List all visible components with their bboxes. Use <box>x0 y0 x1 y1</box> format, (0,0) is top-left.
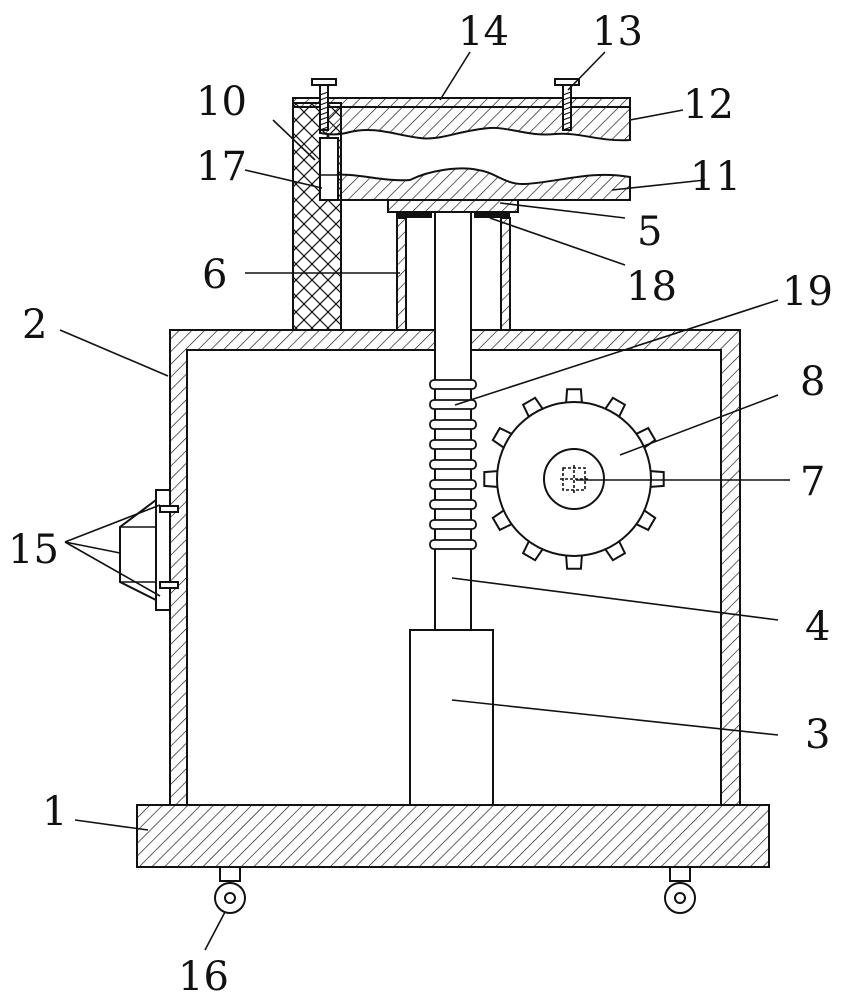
label-15: 15 <box>8 527 59 573</box>
seal-pad-left <box>396 212 432 218</box>
label-13: 13 <box>592 9 643 55</box>
label-16: 16 <box>178 954 229 1000</box>
label-6: 6 <box>202 252 227 298</box>
adjusting-screw-right <box>554 78 580 131</box>
label-10: 10 <box>196 79 247 125</box>
caster-right <box>664 866 696 914</box>
upper-clamp-jaw <box>319 106 631 142</box>
label-1: 1 <box>42 789 67 835</box>
label-12: 12 <box>683 82 734 128</box>
part-labels: 1 2 3 4 5 6 7 8 10 11 12 13 14 15 16 17 … <box>8 9 833 1000</box>
label-4: 4 <box>805 604 830 650</box>
label-18: 18 <box>626 264 677 310</box>
label-17: 17 <box>196 144 247 190</box>
side-mount <box>119 489 179 611</box>
cylinder <box>409 629 494 806</box>
base-plate <box>136 804 770 868</box>
label-11: 11 <box>690 154 741 200</box>
label-7: 7 <box>800 459 825 505</box>
housing-wall <box>169 329 741 806</box>
guide-tube-left-wall <box>396 217 407 331</box>
lower-clamp-jaw <box>319 167 631 201</box>
caster-left <box>214 866 246 914</box>
motor-shaft <box>543 448 605 510</box>
label-2: 2 <box>22 302 47 348</box>
label-5: 5 <box>637 209 662 255</box>
label-3: 3 <box>805 712 830 758</box>
label-19: 19 <box>782 269 833 315</box>
label-8: 8 <box>800 359 825 405</box>
adjusting-screw-left <box>311 78 337 131</box>
rack-teeth <box>429 379 477 550</box>
top-crossbar <box>292 97 631 108</box>
support-plate <box>387 199 519 213</box>
leader-lines <box>59 51 790 951</box>
gear <box>483 388 665 570</box>
connecting-bracket <box>319 137 339 201</box>
guide-tube-right-wall <box>500 217 511 331</box>
seal-pad-right <box>474 212 510 218</box>
label-14: 14 <box>458 9 509 55</box>
